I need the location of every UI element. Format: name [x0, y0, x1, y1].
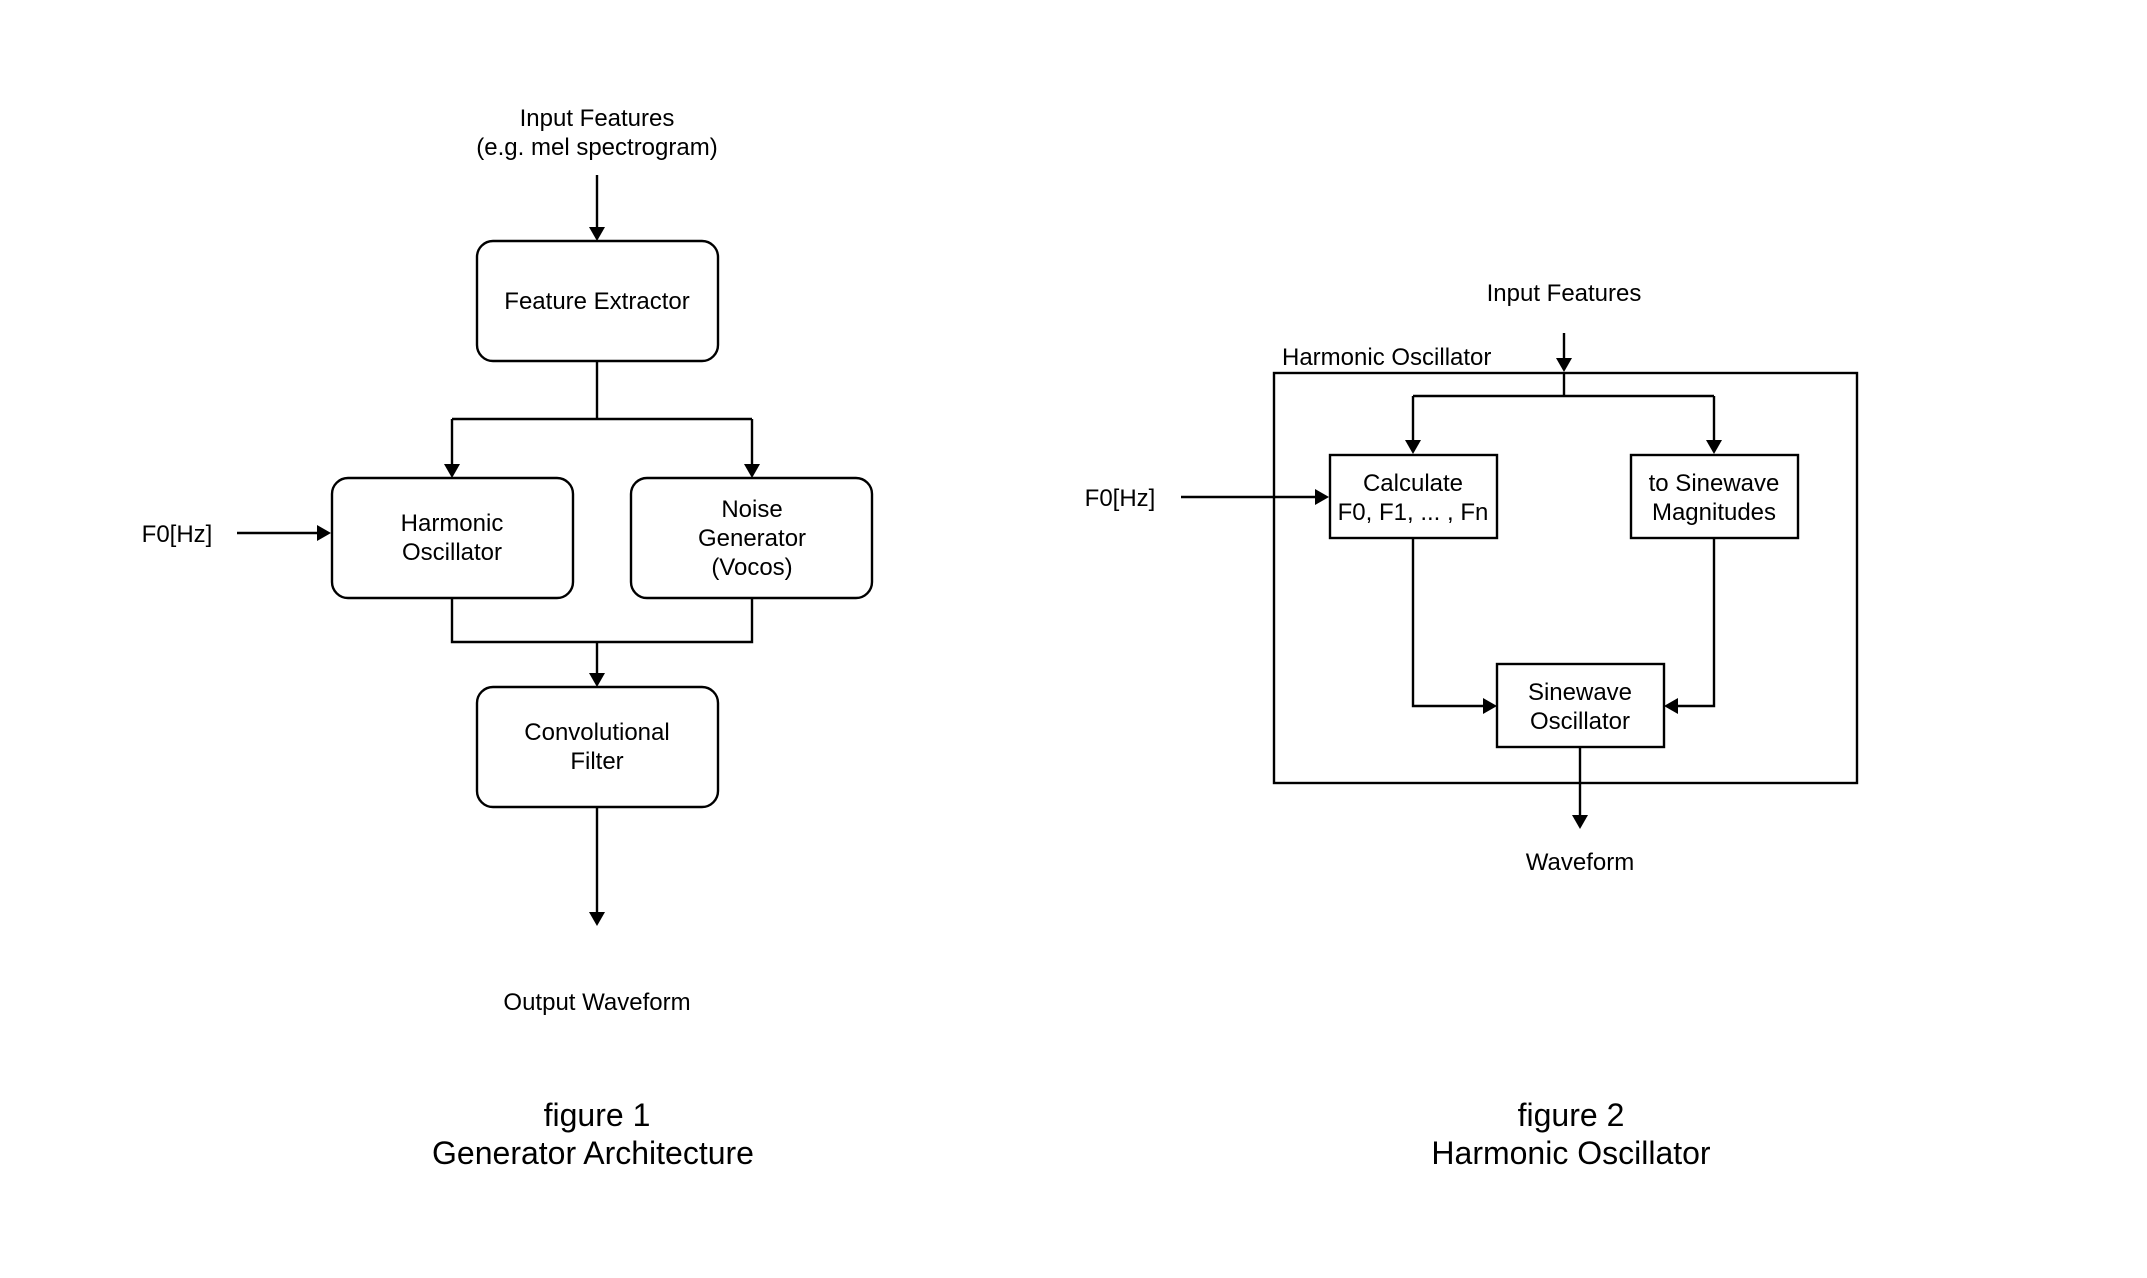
- fig1-arrowhead-f0: [317, 525, 331, 541]
- fig1-harmonic-oscillator-label-1: Harmonic: [401, 510, 504, 537]
- fig2-arrowhead-calc-to-sinewave: [1483, 698, 1497, 714]
- fig2-container-label: Harmonic Oscillator: [1282, 344, 1491, 371]
- fig1-arrowhead-conv: [589, 673, 605, 687]
- fig2-arrowhead-calc: [1405, 440, 1421, 454]
- fig1-input-features-label: Input Features: [520, 105, 675, 132]
- fig1-harmonic-oscillator-label-2: Oscillator: [402, 539, 502, 566]
- fig2-sinewave-oscillator-box: [1495, 662, 1666, 749]
- fig1-noise-generator-label-1: Noise: [721, 496, 782, 523]
- fig1-harmonic-oscillator-box: [330, 476, 575, 600]
- fig1-caption-title: Generator Architecture: [432, 1135, 754, 1171]
- fig1-input-features-example: (e.g. mel spectrogram): [476, 134, 717, 161]
- fig1-noise-generator-label-2: Generator: [698, 525, 806, 552]
- fig2-calculate-box: [1328, 453, 1499, 540]
- fig2-magnitudes-box: [1629, 453, 1800, 540]
- fig2-magnitudes-label-1: to Sinewave: [1649, 470, 1780, 497]
- fig1-arrowhead-output: [589, 912, 605, 926]
- figure-1: Input Features (e.g. mel spectrogram) Fe…: [142, 105, 874, 1171]
- fig2-sinewave-oscillator-label-2: Oscillator: [1530, 708, 1630, 735]
- fig2-arrowhead-input: [1556, 358, 1572, 372]
- fig2-arrowhead-mag-to-sinewave: [1664, 698, 1678, 714]
- fig1-arrowhead-noise: [744, 464, 760, 478]
- fig2-arrowhead-output: [1572, 815, 1588, 829]
- fig1-noise-generator-label-3: (Vocos): [711, 554, 792, 581]
- fig2-magnitudes-label-2: Magnitudes: [1652, 499, 1776, 526]
- fig1-convolutional-filter-box: [475, 685, 720, 809]
- fig1-arrowhead-harmonic: [444, 464, 460, 478]
- fig1-merge-lines: [450, 598, 754, 644]
- fig2-caption-number: figure 2: [1518, 1097, 1625, 1133]
- fig2-calc-to-sinewave: [1411, 538, 1483, 708]
- fig1-arrowhead-input: [589, 227, 605, 241]
- fig2-arrowhead-mag: [1706, 440, 1722, 454]
- fig2-mag-to-sinewave: [1678, 538, 1716, 708]
- fig2-waveform-label: Waveform: [1526, 849, 1634, 876]
- fig1-convolutional-filter-label-2: Filter: [570, 748, 623, 775]
- fig2-sinewave-oscillator-label-1: Sinewave: [1528, 679, 1632, 706]
- fig2-calculate-label-2: F0, F1, ... , Fn: [1338, 499, 1489, 526]
- fig1-output-waveform-label: Output Waveform: [503, 989, 690, 1016]
- fig2-caption-title: Harmonic Oscillator: [1431, 1135, 1711, 1171]
- fig1-f0-label: F0[Hz]: [142, 521, 213, 548]
- fig1-caption-number: figure 1: [544, 1097, 651, 1133]
- fig1-feature-extractor-label: Feature Extractor: [504, 288, 689, 315]
- fig1-convolutional-filter-label-1: Convolutional: [524, 719, 669, 746]
- figure-2: Input Features Harmonic Oscillator F0[Hz…: [1085, 280, 1859, 1171]
- fig2-arrowhead-f0: [1315, 489, 1329, 505]
- fig2-f0-label: F0[Hz]: [1085, 485, 1156, 512]
- fig2-input-features-label: Input Features: [1487, 280, 1642, 307]
- fig2-calculate-label-1: Calculate: [1363, 470, 1463, 497]
